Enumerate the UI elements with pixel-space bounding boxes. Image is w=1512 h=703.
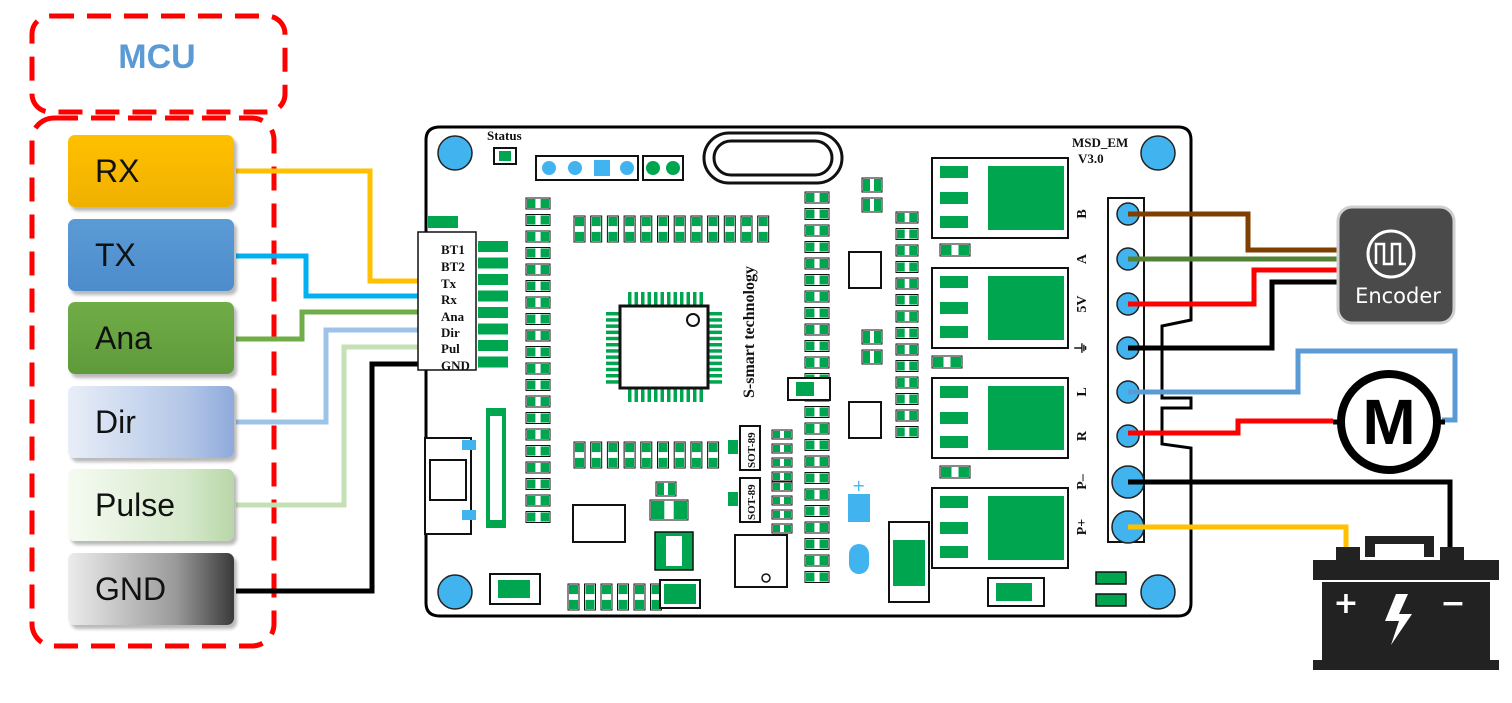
wire-ana [236, 309, 432, 342]
mcu-pin-pulse: Pulse [68, 469, 234, 541]
terminal-pin-label: A [1075, 253, 1090, 264]
header-pin-label: BT1 [441, 242, 465, 257]
wire-motor-l [1128, 348, 1458, 423]
encoder-label: Encoder [1355, 284, 1441, 308]
header-pin-label: Rx [441, 292, 457, 307]
wire-encoder-b [1128, 211, 1345, 253]
soic-chips [572, 251, 882, 588]
mcu-wires [236, 168, 432, 594]
wire-encoder-5v [1128, 267, 1345, 307]
header-pin-label: Tx [441, 276, 457, 291]
board-version: V3.0 [1078, 151, 1104, 166]
mcu-pin-rx: RX [68, 135, 234, 207]
mcu-pin-tx: TX [68, 219, 234, 291]
driver-board: Status MSD_EM V3.0 BT1BT2TxRxAnaDirPulGN… [417, 125, 1193, 618]
mcu-pin-gnd: GND [68, 553, 234, 625]
motor-symbol: M [1362, 386, 1415, 458]
mcu-pin-label: RX [95, 152, 140, 189]
mcu-pin-label: GND [95, 570, 167, 607]
header-pin-label: Dir [441, 325, 460, 340]
terminal-pin-label: R [1075, 430, 1090, 441]
mcu-pin-label: TX [95, 236, 136, 273]
right-pin-labels: B A 5V ⏚ L R P– P+ [1074, 209, 1090, 535]
peripheral-wires [1128, 211, 1458, 550]
encoder-icon [1336, 205, 1456, 325]
status-label: Status [487, 128, 522, 143]
wire-power-minus [1128, 479, 1453, 550]
motor-icon: M [1333, 370, 1445, 474]
wire-power-plus [1128, 524, 1349, 550]
header-pin-label: Ana [441, 309, 465, 324]
part-marking-1: SOT-89 [746, 432, 758, 468]
mcu-title-box [29, 13, 288, 115]
mcu-pin-label: Dir [95, 403, 136, 440]
mcu-title: MCU [118, 38, 196, 76]
header-pin-label: GND [441, 358, 470, 373]
wire-pul [236, 344, 432, 508]
terminal-pin-label: B [1075, 209, 1090, 218]
terminal-pin-label: 5V [1075, 295, 1090, 312]
board-model: MSD_EM [1072, 135, 1128, 150]
wire-motor-r [1128, 418, 1333, 436]
battery-icon: + − [1313, 536, 1499, 670]
wire-rx [236, 168, 432, 284]
terminal-pin-label: P– [1075, 473, 1090, 490]
smd-components [525, 177, 971, 611]
header-pin-label: Pul [441, 341, 460, 356]
battery-plus: + [1333, 586, 1358, 621]
wire-gnd [236, 361, 432, 594]
mcu-pin-dir: Dir [68, 386, 234, 458]
battery-minus: − [1440, 586, 1465, 621]
wire-dir [236, 327, 432, 425]
part-marking-2: SOT-89 [746, 484, 758, 520]
sot-89-parts [728, 425, 761, 523]
terminal-pin-label: P+ [1075, 519, 1090, 536]
mcu-pin-ana: Ana [68, 302, 234, 374]
wire-tx [236, 253, 432, 299]
mcu-pin-box [29, 115, 277, 649]
terminal-pin-label: L [1075, 387, 1090, 396]
mcu-pin-label: Ana [95, 319, 152, 356]
plus-mark: + [852, 476, 865, 495]
header-pin-label: BT2 [441, 259, 465, 274]
wire-encoder-gnd [1128, 279, 1345, 351]
chip-brand: S-smart technology [741, 266, 758, 398]
mcu-chip [606, 292, 722, 402]
mount-holes [437, 135, 1176, 610]
mosfet-blocks [931, 157, 1069, 569]
header-pads [478, 241, 508, 368]
mcu-pin-label: Pulse [95, 486, 176, 523]
terminal-pin-label: ⏚ [1074, 341, 1090, 355]
